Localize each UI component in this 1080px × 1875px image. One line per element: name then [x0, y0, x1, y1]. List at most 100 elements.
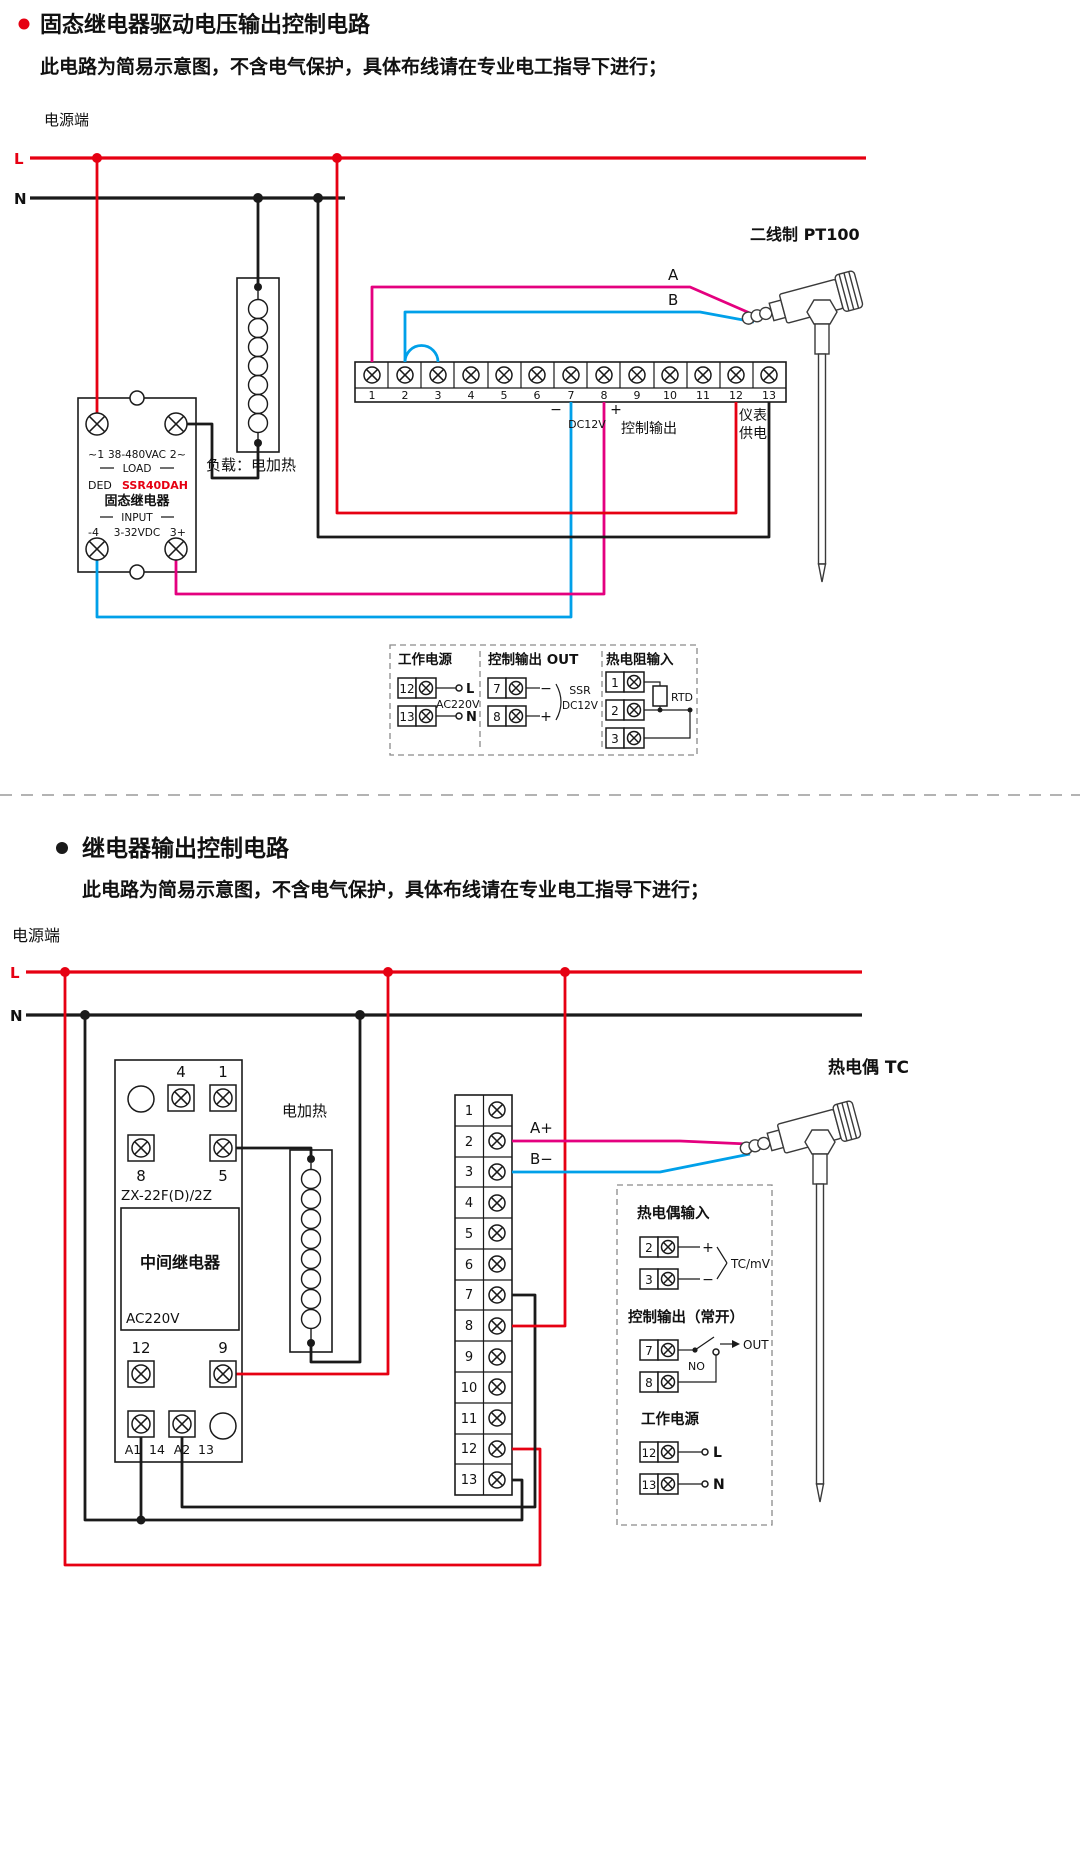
screw-icon: [167, 1084, 195, 1112]
screw-icon: [595, 366, 613, 384]
tc-wire-b-label: B−: [530, 1150, 553, 1168]
screw-icon: [488, 1440, 506, 1458]
section1-bullet-icon: [18, 18, 30, 30]
screw-icon: [488, 1348, 506, 1366]
legend-work-power-title: 工作电源: [641, 1410, 699, 1428]
legend-border: [616, 1184, 773, 1526]
terminal-number: 8: [465, 1319, 473, 1334]
relay-coil-label: A2: [174, 1442, 191, 1457]
legend-terminal-number: 2: [645, 1241, 653, 1255]
relay-model-label: ZX-22F(D)/2Z: [121, 1188, 212, 1204]
screw-icon: [127, 1410, 155, 1438]
legend-l-label: L: [713, 1445, 722, 1461]
wire-ssr-minus-to-t7: [95, 402, 573, 619]
strip-minus-label: −: [550, 402, 562, 418]
pt100-wire-b-label: B: [668, 291, 678, 309]
junction-dot: [136, 1515, 146, 1525]
terminal-strip-numbers: 1 2 3 4 5 6 7 8 9 10 11 12 13: [461, 1104, 478, 1488]
terminal-number: 7: [568, 389, 575, 402]
no-contact-blade: [694, 1336, 715, 1351]
relay-name-label: 中间继电器: [140, 1253, 221, 1272]
legend-terminal-number: 3: [645, 1273, 653, 1287]
wire-live-to-relay9: [236, 972, 390, 1376]
section1-neutral-label: N: [14, 190, 27, 208]
screw-icon: [694, 366, 712, 384]
legend-n-label: N: [466, 710, 477, 725]
legend-plus-label: +: [702, 1240, 714, 1256]
terminal-number: 5: [465, 1227, 473, 1242]
legend-minus-label: −: [540, 681, 552, 697]
ssr-terminal1-label: ~1: [88, 448, 104, 461]
junction-dot: [313, 193, 323, 203]
terminal-number: 2: [402, 389, 409, 402]
strip-meter-power-label1: 仪表: [739, 408, 767, 424]
section1-subtitle: 此电路为简易示意图，不含电气保护，具体布线请在专业电工指导下进行；: [40, 55, 667, 78]
terminal-number: 3: [465, 1165, 473, 1180]
screw-icon: [488, 1471, 506, 1489]
screw-icon: [495, 366, 513, 384]
relay-pin-label: 5: [218, 1167, 228, 1185]
contact-point-icon: [712, 1348, 720, 1356]
legend-work-power-title: 工作电源: [398, 651, 452, 668]
ssr-terminal4-label: -4: [88, 526, 99, 539]
junction-dot: [383, 967, 393, 977]
section1-title: 固态继电器驱动电压输出控制电路: [40, 12, 371, 38]
legend-brace: [555, 683, 562, 721]
terminal-number: 4: [465, 1196, 473, 1211]
screw-icon: [628, 366, 646, 384]
screw-icon: [760, 366, 778, 384]
wire-tc-b-minus: [512, 1152, 751, 1174]
screw-icon: [85, 412, 109, 436]
legend-no-label: NO: [688, 1360, 705, 1373]
junction-dot: [687, 707, 693, 713]
junction-dot: [253, 193, 263, 203]
screw-icon: [488, 1163, 506, 1181]
terminal-strip-numbers: 1 2 3 4 5 6 7 8 9 10 11 12 13: [369, 389, 777, 402]
legend-ctrl-out-title: 控制输出 OUT: [488, 651, 579, 668]
junction-dot: [80, 1010, 90, 1020]
screw-icon: [462, 366, 480, 384]
screw-icon: [488, 1132, 506, 1150]
ssr-brand-label: DED: [88, 479, 112, 492]
terminal-number: 2: [465, 1135, 473, 1150]
legend-border: [389, 644, 698, 756]
terminal-number: 1: [369, 389, 376, 402]
legend-n-label: N: [713, 1477, 725, 1493]
tc-sensor-icon: [739, 1100, 862, 1503]
heater-coil-symbol: [300, 1155, 322, 1347]
relay-hole-icon: [209, 1412, 237, 1440]
relay-pin-label: 13: [198, 1442, 214, 1457]
screw-icon: [488, 1317, 506, 1335]
wire-end-icon: [455, 684, 463, 692]
screw-icon: [488, 1255, 506, 1273]
ssr-mount-hole-icon: [129, 564, 145, 580]
wire-end-icon: [455, 712, 463, 720]
section1-live-label: L: [14, 150, 24, 168]
ssr-model-label: SSR40DAH: [122, 479, 188, 492]
terminal-number: 5: [501, 389, 508, 402]
screw-icon: [85, 537, 109, 561]
legend-terminal-number: 12: [399, 682, 414, 696]
screw-icon: [363, 366, 381, 384]
legend-ac220v-label: AC220V: [436, 698, 480, 711]
strip-meter-power-label2: 供电: [739, 426, 767, 442]
relay-pin-label: 14: [149, 1442, 165, 1457]
legend-terminal-number: 12: [642, 1446, 657, 1460]
screw-icon: [488, 1194, 506, 1212]
terminal-number: 6: [534, 389, 541, 402]
junction-dot: [60, 967, 70, 977]
strip-dc12v-label: DC12V: [568, 418, 606, 431]
wire-t8-to-live: [512, 972, 567, 1328]
legend-terminal-number: 1: [611, 676, 619, 690]
section2-subtitle: 此电路为简易示意图，不含电气保护，具体布线请在专业电工指导下进行；: [82, 878, 709, 901]
legend-terminal-number: 2: [611, 704, 619, 718]
junction-dot: [355, 1010, 365, 1020]
relay-pin-label: 1: [218, 1063, 228, 1081]
wire-heater-to-neutral: [309, 1015, 362, 1364]
wire-end-icon: [701, 1480, 709, 1488]
screw-icon: [661, 366, 679, 384]
ssr-labels: ~1 38-480VAC 2~ LOAD DED SSR40DAH 固态继电器 …: [88, 448, 188, 539]
legend-ssr-label: SSR: [569, 684, 591, 697]
legend-terminal-number: 8: [645, 1376, 653, 1390]
